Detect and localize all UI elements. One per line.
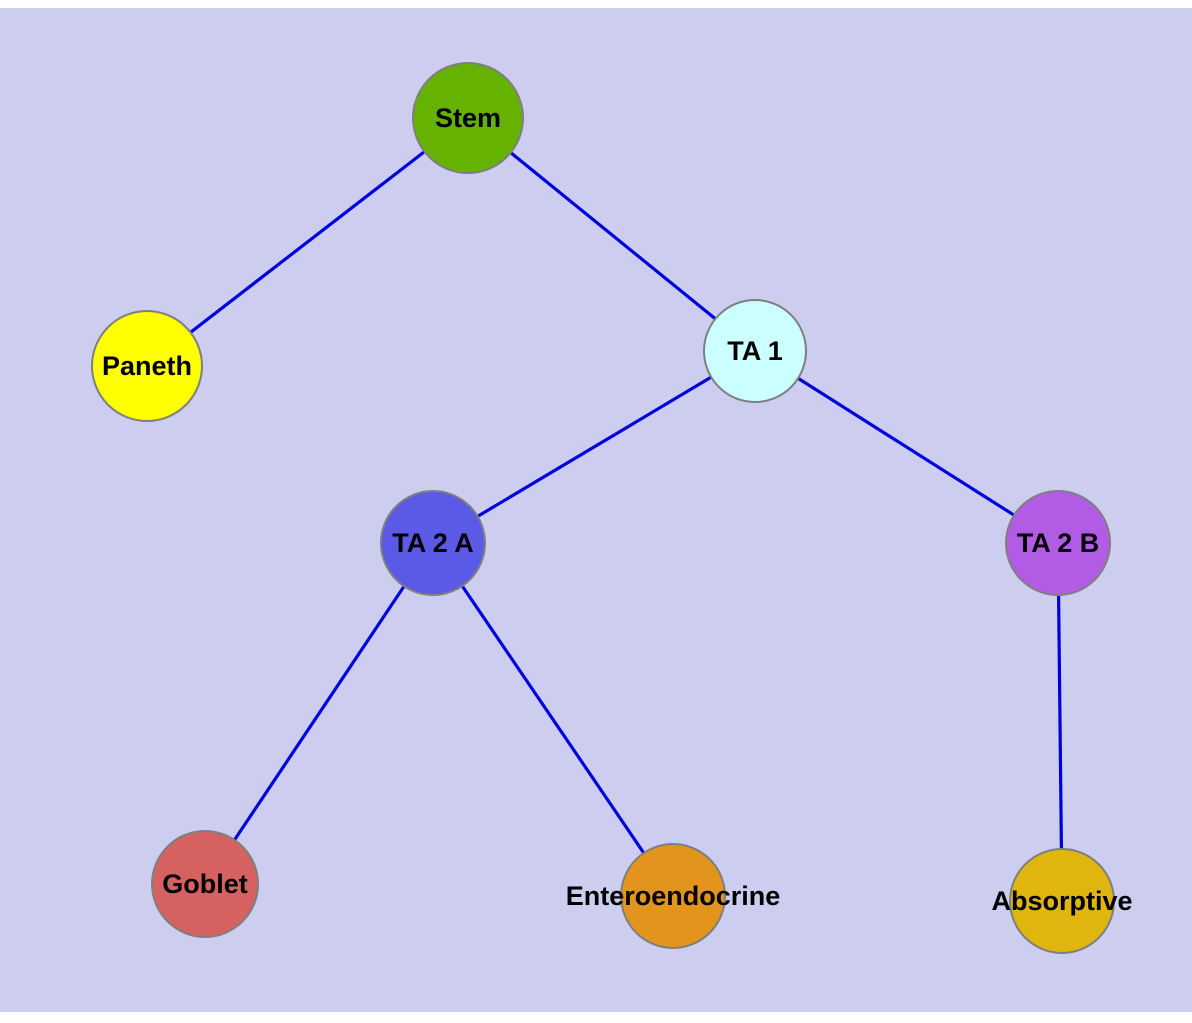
node-ta1[interactable]: TA 1 — [703, 299, 807, 403]
node-ta2a[interactable]: TA 2 A — [380, 490, 486, 596]
goblet-node-circle[interactable] — [151, 830, 259, 938]
node-goblet[interactable]: Goblet — [151, 830, 259, 938]
ta1-node-circle[interactable] — [703, 299, 807, 403]
edge-ta1-ta2a — [432, 349, 756, 545]
node-ta2b[interactable]: TA 2 B — [1005, 490, 1111, 596]
edge-ta2a-goblet — [203, 542, 435, 885]
edge-ta2a-enteroendocrine — [431, 542, 675, 897]
node-stem[interactable]: Stem — [412, 62, 524, 174]
ta2b-node-circle[interactable] — [1005, 490, 1111, 596]
edge-stem-ta1 — [466, 116, 757, 353]
paneth-node-circle[interactable] — [91, 310, 203, 422]
edge-ta1-ta2b — [754, 349, 1059, 545]
edge-ta2b-absorptive — [1056, 542, 1064, 902]
ta2a-node-circle[interactable] — [380, 490, 486, 596]
edges-layer — [146, 116, 1064, 902]
absorptive-node-circle[interactable] — [1009, 848, 1115, 954]
enteroendocrine-node-circle[interactable] — [620, 843, 726, 949]
node-paneth[interactable]: Paneth — [91, 310, 203, 422]
edge-stem-paneth — [146, 116, 469, 368]
stem-node-circle[interactable] — [412, 62, 524, 174]
